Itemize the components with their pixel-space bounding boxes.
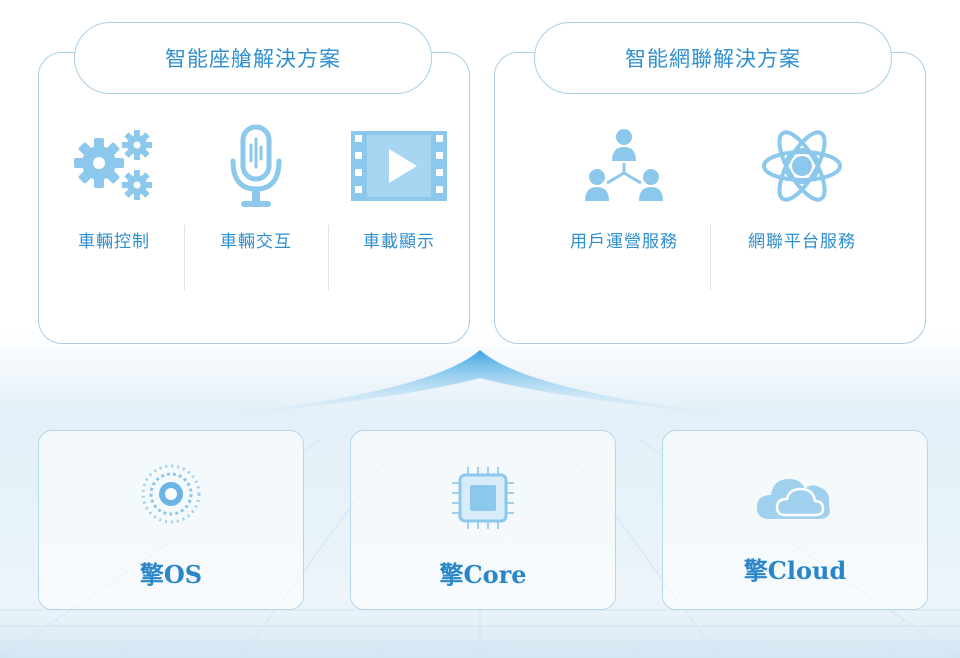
platform-cloud[interactable]: 擎Cloud [662,430,928,610]
platform-name: 擎Cloud [743,556,847,585]
solution-item-vehicle-interaction[interactable]: 車輛交互 [186,115,326,275]
solution-item-label: 車輛交互 [220,232,292,252]
microphone-icon [230,124,282,207]
os-sun-icon [141,464,201,524]
solution-item-vehicle-display[interactable]: 車載顯示 [330,115,468,275]
cockpit-solution-title: 智能座艙解決方案 [74,22,432,94]
cloud-icon [757,479,830,519]
divider [710,225,711,290]
atom-icon [762,130,842,202]
platform-os[interactable]: 擎OS [38,430,304,610]
chip-icon [452,467,514,529]
cockpit-solution-title-text: 智能座艙解決方案 [165,47,341,71]
solution-item-label: 網聯平台服務 [748,232,856,252]
connected-solution-title: 智能網聯解決方案 [534,22,892,94]
solution-item-label: 車輛控制 [78,232,150,252]
solution-item-platform-service[interactable]: 網聯平台服務 [712,115,892,275]
solution-item-label: 用戶運營服務 [570,232,678,252]
gears-icon [74,130,152,200]
divider [184,225,185,290]
platform-name: 擎OS [139,560,203,589]
connected-solution-panel [494,52,926,344]
solution-item-label: 車載顯示 [363,232,435,252]
divider [328,225,329,290]
connected-solution-title-text: 智能網聯解決方案 [625,47,801,71]
user-network-icon [585,129,663,201]
platform-name: 擎Core [439,560,527,589]
platform-core[interactable]: 擎Core [350,430,616,610]
solution-item-vehicle-control[interactable]: 車輛控制 [45,115,183,275]
solution-item-user-operation[interactable]: 用戶運營服務 [540,115,708,275]
video-play-icon [351,131,447,201]
upward-arrow [180,350,780,420]
